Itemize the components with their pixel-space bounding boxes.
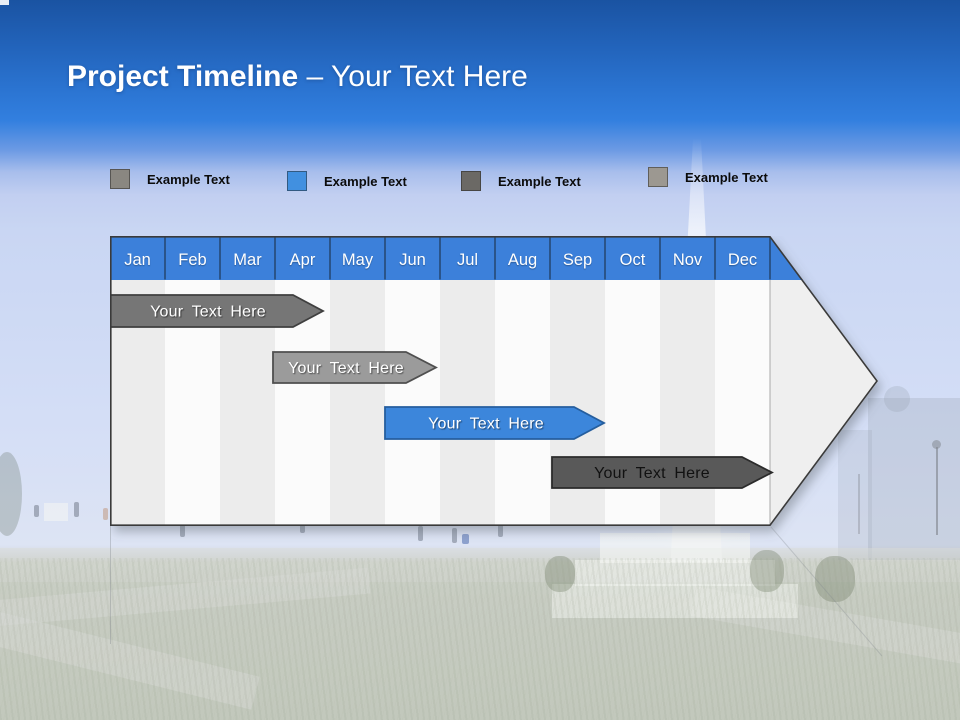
legend-swatch [648, 167, 668, 187]
column-stripe [550, 280, 605, 526]
lamp-head [932, 440, 941, 449]
timeline-bar-4 [551, 456, 774, 489]
person-silhouette [180, 522, 185, 537]
monument-pedestal [552, 584, 798, 618]
corner-sliver [0, 0, 9, 5]
monument-pedestal [575, 560, 775, 586]
column-stripe [440, 280, 495, 526]
bush [545, 556, 575, 592]
building-silhouette [868, 398, 960, 560]
legend-swatch [287, 171, 307, 191]
timeline-bar-label: Your Text Here [594, 465, 710, 482]
timeline-chart: Jan Feb Mar Apr May Jun Jul Aug Sep Oct … [110, 236, 883, 657]
building-dome [884, 386, 910, 412]
timeline-bar-label: Your Text Here [150, 304, 266, 321]
month-label: Oct [620, 251, 646, 269]
grass-texture [0, 558, 960, 720]
reflection-line [770, 526, 883, 657]
month-label: May [342, 251, 374, 269]
timeline-bar-label: Your Text Here [428, 416, 544, 433]
sculpture [44, 503, 68, 521]
month-label: Jan [124, 251, 151, 269]
slide-title: Project Timeline – Your Text Here [67, 60, 528, 94]
monument-pedestal [600, 533, 750, 563]
lamp-post [936, 447, 938, 535]
slide-title-rest: – Your Text Here [306, 60, 528, 93]
legend-item: Example Text [648, 167, 768, 187]
month-label: Feb [178, 251, 206, 269]
person-silhouette [462, 534, 469, 544]
column-stripe [660, 280, 715, 526]
timeline-arrow-outline [110, 236, 878, 527]
month-label: Mar [233, 251, 262, 269]
walkway [0, 548, 960, 582]
month-dividers [164, 237, 771, 280]
legend-label: Example Text [685, 169, 768, 185]
timeline-bar-label: Your Text Here [288, 360, 404, 377]
legend-label: Example Text [498, 173, 581, 189]
month-label: Nov [673, 251, 703, 269]
column-stripe [330, 280, 385, 526]
month-label: Sep [563, 251, 592, 269]
legend-swatch [110, 169, 130, 189]
person-silhouette [418, 526, 423, 541]
person-silhouette [103, 508, 108, 520]
month-label: Jun [399, 251, 426, 269]
timeline-bar-3 [384, 406, 606, 440]
month-label: Aug [508, 251, 537, 269]
person-silhouette [452, 528, 457, 543]
building-silhouette [838, 430, 872, 560]
slide-title-bold: Project Timeline [67, 60, 299, 93]
timeline-header-band [110, 236, 803, 280]
bush [815, 556, 855, 602]
legend-label: Example Text [147, 171, 230, 187]
lamp-post [858, 474, 860, 534]
person-silhouette [498, 524, 503, 537]
legend-label: Example Text [324, 173, 407, 189]
month-label: Jul [457, 251, 478, 269]
legend-swatch [461, 171, 481, 191]
legend-item: Example Text [110, 169, 230, 189]
legend-item: Example Text [461, 171, 581, 191]
month-label: Dec [728, 251, 757, 269]
timeline-bar-1 [110, 294, 325, 328]
timeline-bar-2 [272, 351, 438, 384]
person-silhouette [74, 502, 79, 517]
legend-item: Example Text [287, 171, 407, 191]
bush [750, 550, 784, 592]
tree-silhouette [0, 452, 22, 536]
person-silhouette [300, 520, 305, 533]
month-label: Apr [290, 251, 316, 269]
person-silhouette [34, 505, 39, 517]
